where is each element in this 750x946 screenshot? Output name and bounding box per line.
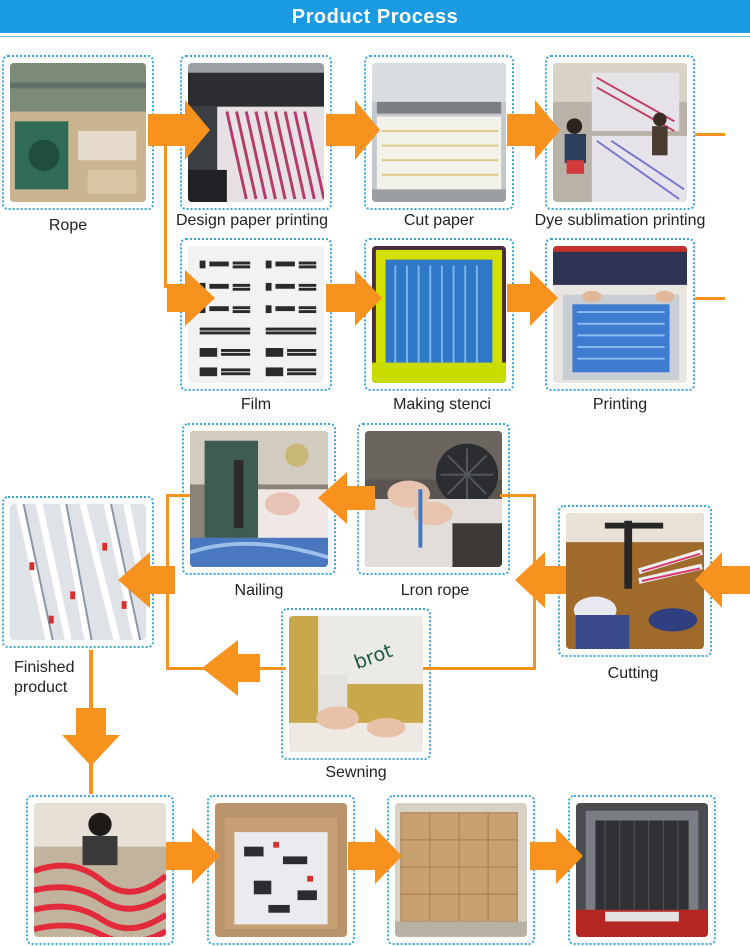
caption-dye-sublimation-printing: Dye sublimation printing (534, 212, 706, 229)
photo-finished-product (2, 496, 154, 648)
flow-line (695, 297, 725, 300)
photo-rope (2, 55, 154, 210)
caption-cutting: Cutting (607, 665, 659, 682)
arrow-down-icon (62, 708, 120, 766)
caption-iron-rope: Lron rope (400, 582, 470, 599)
caption-cut-paper: Cut paper (403, 212, 475, 229)
photo-cutting (558, 505, 712, 657)
caption-finished-product-line2: product (14, 679, 68, 696)
photo-iron-rope (357, 423, 510, 575)
caption-sewning: Sewning (325, 764, 387, 781)
flow-line (695, 133, 725, 136)
photo-dye-sublimation-printing (545, 55, 695, 210)
caption-rope: Rope (48, 217, 88, 234)
photo-cut-paper (364, 55, 514, 210)
caption-making-stencil: Making stenci (393, 396, 491, 413)
photo-sewning: brot (281, 608, 431, 760)
flow-line (166, 667, 286, 670)
flow-line (423, 667, 536, 670)
photo-making-stencil (364, 238, 514, 391)
photo-container-loading (568, 795, 716, 945)
photo-film (180, 238, 332, 391)
page-title: Product Process (0, 0, 750, 33)
photo-stacked-boxes (387, 795, 535, 945)
photo-nailing (182, 423, 336, 575)
caption-design-paper-printing: Design paper printing (175, 212, 329, 229)
photo-box-packing (207, 795, 355, 945)
caption-nailing: Nailing (234, 582, 284, 599)
caption-finished-product-line1: Finished (14, 659, 75, 676)
caption-film: Film (240, 396, 272, 413)
photo-design-paper-printing (180, 55, 332, 210)
flow-line (533, 494, 536, 670)
photo-packing-worker (26, 795, 174, 945)
flow-line (89, 650, 93, 710)
flow-line (89, 764, 93, 794)
flow-line (166, 494, 169, 670)
arrow-left-icon (202, 640, 260, 696)
caption-finished-product: Finished product (14, 658, 74, 698)
title-divider (0, 36, 750, 37)
photo-printing (545, 238, 695, 391)
caption-printing: Printing (592, 396, 648, 413)
